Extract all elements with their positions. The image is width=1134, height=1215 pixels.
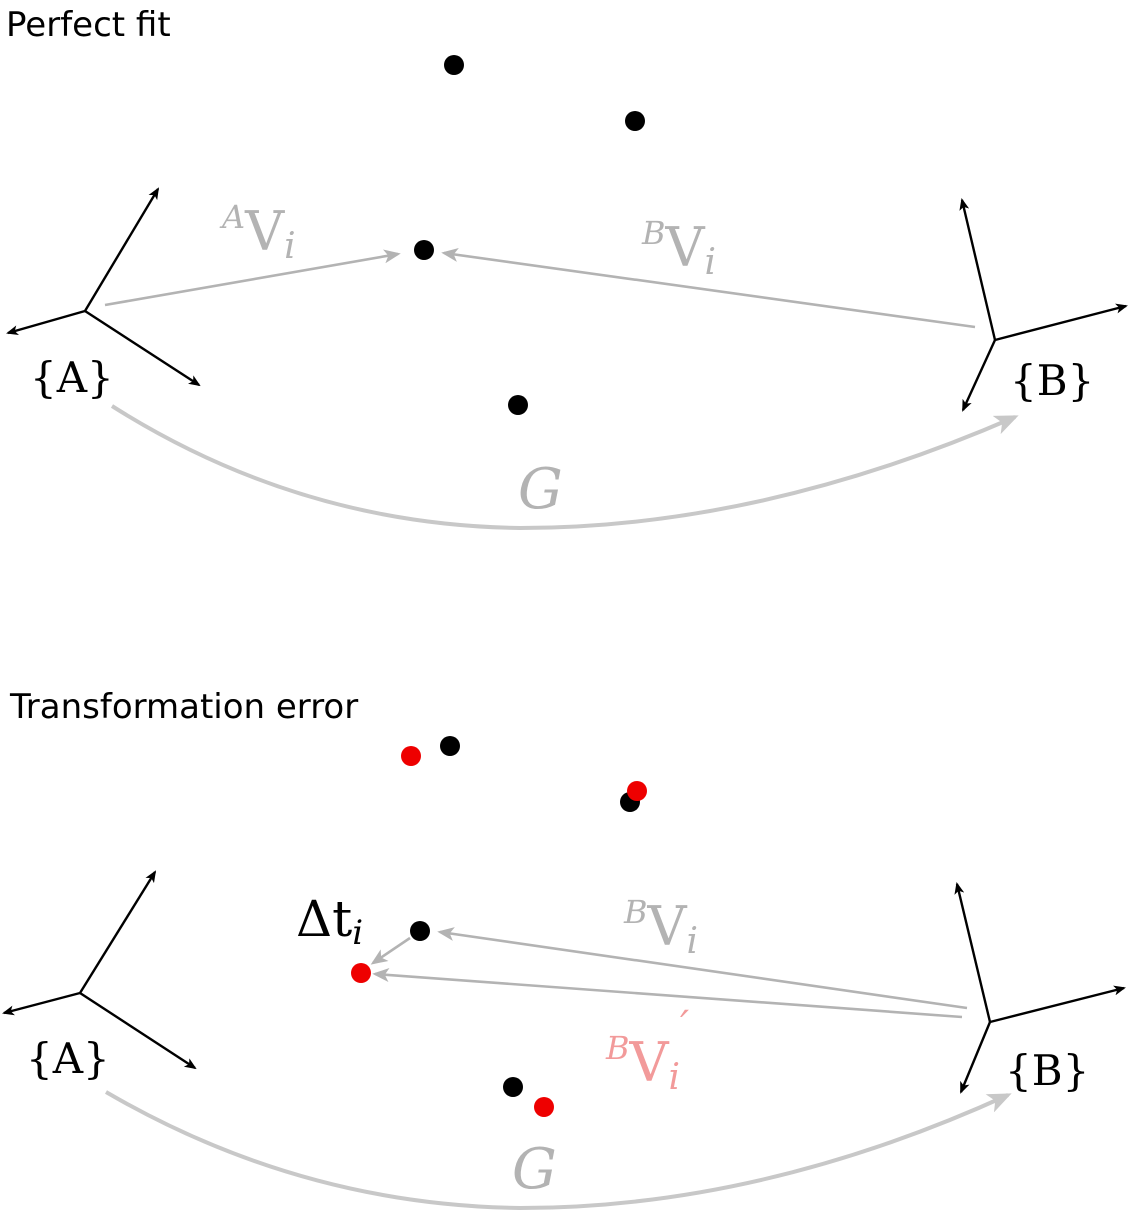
point — [440, 736, 460, 756]
vector-b-prime-label: BVi′ — [605, 1003, 689, 1098]
frame-b-label: {B} — [1010, 356, 1094, 405]
error-point — [627, 781, 647, 801]
point — [414, 240, 434, 260]
error-point — [401, 746, 421, 766]
delta-t-label: Δti — [296, 890, 363, 953]
frame-b-axis-down — [961, 339, 997, 412]
frame-a-axis-up — [83, 187, 160, 312]
frame-b-axes — [954, 882, 1126, 1094]
panel-title: Perfect fit — [6, 5, 171, 45]
vector-b-arrow — [437, 927, 968, 1010]
point — [508, 395, 528, 415]
transform-g-arrow — [104, 1090, 1012, 1211]
vector-b-prime-arrow — [372, 968, 963, 1019]
vector-b-label: BVi — [623, 893, 698, 962]
frame-a-axis-down — [79, 991, 197, 1070]
vector-a-label: AVi — [219, 198, 296, 267]
frame-a-axes — [2, 870, 197, 1070]
frame-a-label: {A} — [30, 353, 114, 402]
frame-b-axis-right — [989, 985, 1126, 1024]
frame-a-axis-left — [2, 991, 81, 1016]
transform-g-label: G — [518, 457, 563, 522]
vector-b-arrow — [441, 247, 976, 329]
frame-a-label: {A} — [26, 1034, 110, 1083]
frame-b-label: {B} — [1005, 1046, 1089, 1095]
transform-g-arrow — [110, 404, 1019, 531]
frame-b-axis-right — [994, 303, 1128, 342]
vector-a-arrow — [104, 249, 401, 307]
point — [410, 921, 430, 941]
point — [444, 55, 464, 75]
panel-title: Transformation error — [9, 687, 358, 727]
error-point — [351, 963, 371, 983]
frame-a-axis-down — [84, 309, 201, 387]
frame-a-axis-up — [78, 870, 157, 994]
frame-b-axis-up — [954, 882, 992, 1023]
point — [625, 111, 645, 131]
frame-b-axes — [959, 198, 1128, 412]
frame-b-axis-down — [959, 1021, 992, 1094]
frame-a-axes — [6, 187, 201, 387]
error-point — [534, 1097, 554, 1117]
point — [503, 1077, 523, 1097]
frame-a-axis-left — [6, 309, 86, 336]
panel-transformation-error: Transformation error {A} {B} Δti BVi BVi… — [2, 687, 1126, 1211]
transform-g-label: G — [512, 1137, 557, 1202]
frame-b-axis-up — [959, 198, 997, 341]
panel-perfect-fit: Perfect fit {A} {B} AVi BVi G — [6, 5, 1128, 531]
delta-t-arrow — [370, 936, 411, 965]
vector-b-label: BVi — [641, 214, 716, 283]
